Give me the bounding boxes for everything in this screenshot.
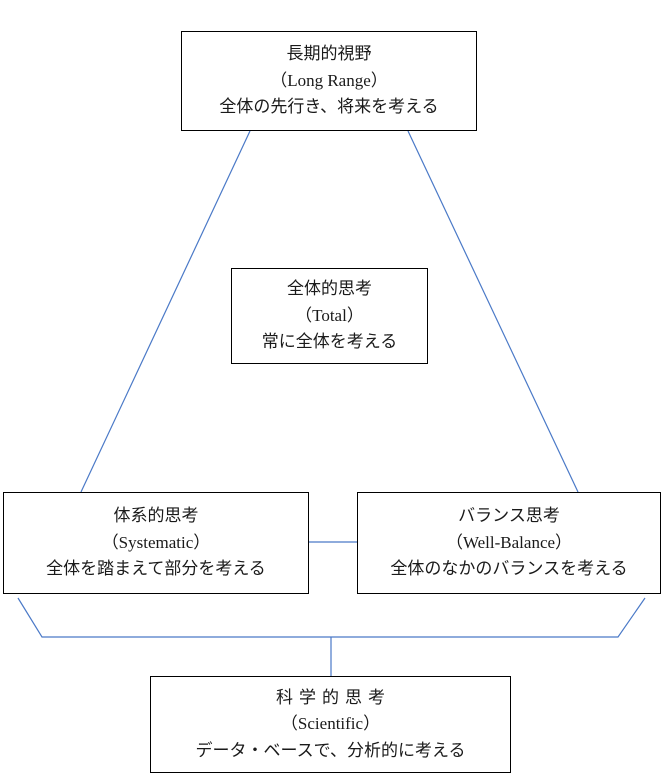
node-long-range-description: 全体の先行き、将来を考える [219,97,439,117]
connector-systematic-to-scientific [17,597,331,638]
node-scientific-title: 科学的思考 [276,687,391,707]
connector-well-balance-to-scientific [331,597,646,638]
node-systematic[interactable]: 体系的思考 （Systematic） 全体を踏まえて部分を考える [3,492,309,594]
node-systematic-description: 全体を踏まえて部分を考える [46,559,266,579]
node-total-english: （Total） [295,305,364,325]
node-well-balance[interactable]: バランス思考 （Well-Balance） 全体のなかのバランスを考える [357,492,661,594]
connector-long-range-to-systematic [80,130,251,493]
node-systematic-english: （Systematic） [101,532,211,552]
connector-long-range-to-well-balance [407,130,579,493]
node-total-title: 全体的思考 [287,279,372,299]
node-total-description: 常に全体を考える [261,332,398,352]
node-scientific-description: データ・ベースで、分析的に考える [195,740,466,760]
node-well-balance-english: （Well-Balance） [445,532,573,552]
node-systematic-title: 体系的思考 [113,506,199,526]
node-long-range[interactable]: 長期的視野 （Long Range） 全体の先行き、将来を考える [181,31,477,131]
node-long-range-english: （Long Range） [270,70,388,90]
node-well-balance-title: バランス思考 [458,506,560,526]
node-long-range-title: 長期的視野 [286,44,372,64]
node-scientific-english: （Scientific） [280,714,381,734]
node-well-balance-description: 全体のなかのバランスを考える [390,559,628,579]
node-total[interactable]: 全体的思考 （Total） 常に全体を考える [231,268,428,364]
node-scientific[interactable]: 科学的思考 （Scientific） データ・ベースで、分析的に考える [150,676,511,773]
